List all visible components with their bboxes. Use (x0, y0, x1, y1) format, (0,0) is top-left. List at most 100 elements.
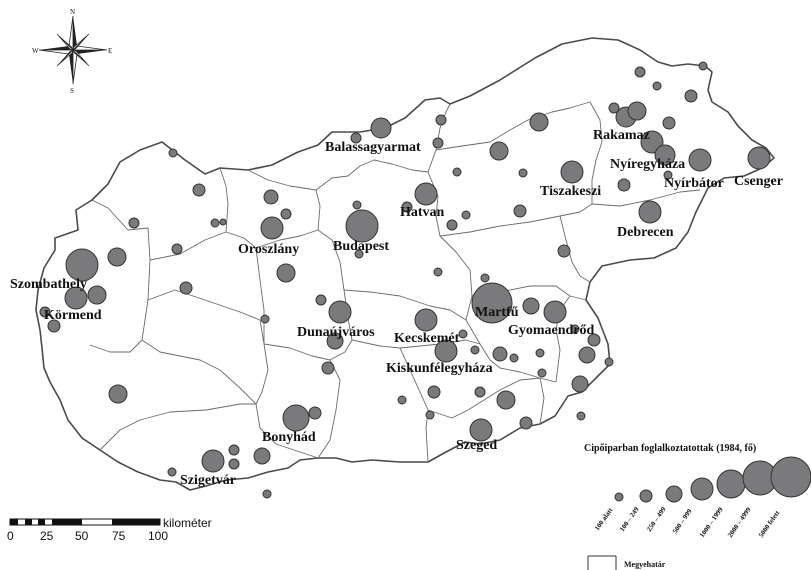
city-symbol[interactable] (263, 189, 279, 205)
city-symbol[interactable] (571, 375, 589, 393)
city-symbol[interactable] (87, 285, 107, 305)
city-symbol[interactable] (228, 458, 240, 470)
city-symbol[interactable] (452, 167, 462, 177)
city-symbol[interactable] (458, 329, 468, 339)
city-symbol[interactable] (509, 353, 519, 363)
city-symbol[interactable] (282, 404, 310, 432)
city-symbol[interactable] (167, 467, 177, 477)
city-symbol[interactable] (370, 117, 392, 139)
city-symbol[interactable] (461, 210, 471, 220)
city-symbol[interactable] (260, 216, 284, 240)
city-symbol[interactable] (489, 141, 509, 161)
city-symbol[interactable] (401, 201, 413, 213)
city-symbol[interactable] (663, 170, 673, 180)
city-symbol[interactable] (262, 489, 272, 499)
city-symbol[interactable] (425, 410, 435, 420)
city-symbol[interactable] (65, 248, 99, 282)
city-symbol[interactable] (560, 160, 584, 184)
city-symbol[interactable] (688, 148, 712, 172)
city-label-szombathely: Szombathely (10, 277, 87, 292)
city-symbol[interactable] (543, 300, 567, 324)
city-symbol[interactable] (345, 209, 379, 243)
city-symbol[interactable] (474, 386, 486, 398)
city-symbol[interactable] (427, 385, 441, 399)
city-symbol[interactable] (352, 200, 362, 210)
city-symbol[interactable] (321, 361, 335, 375)
city-symbol[interactable] (557, 244, 571, 258)
compass-w-label: W (32, 47, 39, 55)
city-symbol[interactable] (747, 146, 771, 170)
city-symbol[interactable] (576, 411, 586, 421)
city-symbol[interactable] (529, 112, 549, 132)
city-symbol[interactable] (326, 332, 344, 350)
city-symbol[interactable] (578, 346, 596, 364)
city-symbol[interactable] (492, 346, 508, 362)
city-symbol[interactable] (519, 416, 533, 430)
city-symbol[interactable] (228, 444, 240, 456)
city-symbol[interactable] (434, 339, 458, 363)
city-symbol[interactable] (627, 101, 647, 121)
city-symbol[interactable] (496, 390, 516, 410)
legend-category-label: 500 – 999 (671, 507, 694, 535)
city-symbol[interactable] (276, 263, 296, 283)
city-symbol[interactable] (201, 449, 225, 473)
city-symbol[interactable] (446, 219, 458, 231)
city-symbol[interactable] (587, 333, 601, 347)
legend: Cipőiparban foglalkoztatottak (1984, fő)… (584, 443, 811, 570)
city-symbol[interactable] (108, 384, 128, 404)
city-symbol[interactable] (435, 114, 447, 126)
city-symbol[interactable] (652, 81, 662, 91)
city-symbol[interactable] (253, 447, 271, 465)
city-symbol[interactable] (192, 183, 206, 197)
city-symbol[interactable] (469, 418, 493, 442)
city-symbol[interactable] (433, 267, 443, 277)
city-symbol[interactable] (350, 132, 362, 144)
scale-tick-label: 25 (40, 529, 54, 543)
city-symbol[interactable] (698, 61, 708, 71)
city-symbol[interactable] (171, 243, 183, 255)
city-symbol[interactable] (662, 116, 676, 130)
city-symbol[interactable] (107, 247, 127, 267)
city-symbol[interactable] (432, 137, 444, 149)
city-symbol[interactable] (315, 294, 327, 306)
city-symbol[interactable] (64, 286, 88, 310)
city-symbol[interactable] (168, 148, 178, 158)
city-symbol[interactable] (522, 297, 540, 315)
city-symbol[interactable] (617, 178, 631, 192)
city-symbol[interactable] (260, 314, 270, 324)
city-symbol[interactable] (537, 368, 547, 378)
scale-tick-label: 50 (75, 529, 89, 543)
city-symbol[interactable] (179, 281, 193, 295)
city-symbol[interactable] (328, 300, 352, 324)
city-symbol[interactable] (535, 348, 545, 358)
city-symbol[interactable] (634, 66, 646, 78)
city-symbol[interactable] (128, 217, 140, 229)
city-symbol[interactable] (480, 273, 490, 283)
city-symbol[interactable] (414, 308, 438, 332)
legend-symbol (665, 485, 683, 503)
city-symbol[interactable] (397, 395, 407, 405)
city-symbol[interactable] (308, 406, 322, 420)
city-symbol[interactable] (210, 218, 220, 228)
city-symbol[interactable] (513, 204, 527, 218)
city-symbol[interactable] (471, 282, 513, 324)
city-symbol[interactable] (570, 324, 580, 334)
city-symbol[interactable] (638, 200, 662, 224)
city-symbol[interactable] (280, 208, 292, 220)
city-symbol[interactable] (414, 182, 438, 206)
city-symbol[interactable] (354, 249, 364, 259)
city-symbol[interactable] (654, 144, 676, 166)
city-symbol[interactable] (640, 130, 664, 154)
city-symbols (39, 61, 771, 499)
legend-category-label: 250 – 499 (645, 505, 668, 533)
city-symbol[interactable] (604, 357, 614, 367)
city-symbol[interactable] (608, 102, 620, 114)
city-symbol[interactable] (219, 218, 227, 226)
city-symbol[interactable] (518, 168, 528, 178)
legend-symbol (614, 492, 624, 502)
city-symbol[interactable] (39, 306, 51, 318)
city-symbol[interactable] (47, 319, 61, 333)
city-symbol[interactable] (470, 345, 480, 355)
city-symbol[interactable] (684, 89, 698, 103)
